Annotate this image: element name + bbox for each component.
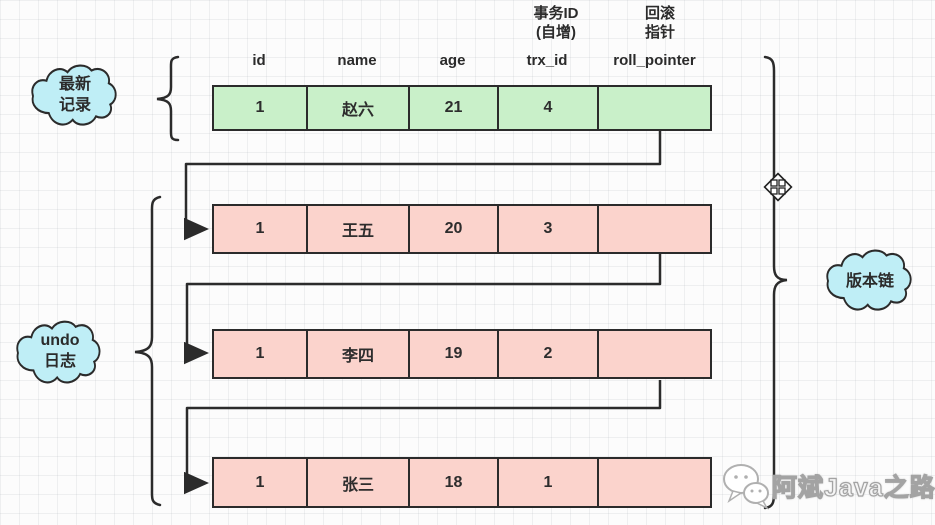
header-note-line: 回滚: [644, 5, 675, 22]
pointer-arrow-v2-to-v1: [184, 380, 662, 495]
cell-roll-pointer: [599, 87, 710, 129]
cell-id: 1: [214, 87, 308, 129]
column-header-trx-id: trx_id: [526, 52, 568, 69]
cell-trx-id: 4: [499, 87, 599, 129]
cloud-label-line: 记录: [58, 97, 91, 114]
brace-undo-log: [134, 195, 162, 507]
column-header-roll-pointer: roll_pointer: [613, 52, 696, 69]
pointer-arrow-v3-to-v2: [184, 254, 662, 365]
column-header-age: age: [439, 52, 466, 69]
header-note-line: 事务ID: [533, 5, 579, 22]
cell-age: 19: [410, 331, 499, 377]
cloud-label-undo-log[interactable]: undo 日志: [15, 330, 105, 372]
cell-roll-pointer: [599, 206, 710, 252]
cell-trx-id: 1: [499, 459, 599, 506]
cell-id: 1: [214, 331, 308, 377]
brace-version-chain: [763, 55, 788, 510]
column-header-name: name: [337, 52, 377, 69]
header-note-trx-id: 事务ID (自增): [506, 4, 606, 42]
header-note-line: 指针: [644, 24, 675, 41]
pointer-arrow-latest-to-v3: [184, 131, 662, 241]
undo-row-v1[interactable]: 1 张三 18 1: [212, 457, 712, 508]
cell-trx-id: 3: [499, 206, 599, 252]
column-header-id: id: [252, 52, 266, 69]
brace-latest-record: [156, 55, 180, 142]
cloud-label-line: 版本链: [845, 273, 894, 290]
cell-trx-id: 2: [499, 331, 599, 377]
cloud-label-line: 最新: [58, 76, 91, 93]
header-note-roll-pointer: 回滚 指针: [610, 4, 710, 42]
cell-roll-pointer: [599, 459, 710, 506]
cloud-label-version-chain[interactable]: 版本链: [825, 271, 915, 292]
cell-name: 赵六: [308, 87, 410, 129]
header-note-line: (自增): [536, 24, 576, 41]
undo-row-v2[interactable]: 1 李四 19 2: [212, 329, 712, 379]
column-headers: id name age trx_id roll_pointer: [212, 52, 712, 69]
cell-id: 1: [214, 206, 308, 252]
cloud-label-latest-record[interactable]: 最新 记录: [30, 74, 120, 116]
cell-roll-pointer: [599, 331, 710, 377]
undo-row-v3[interactable]: 1 王五 20 3: [212, 204, 712, 254]
cell-name: 王五: [308, 206, 410, 252]
cloud-label-line: 日志: [43, 353, 76, 370]
watermark-text: 阿斌Java之路: [771, 473, 935, 502]
cell-age: 21: [410, 87, 499, 129]
latest-record-row[interactable]: 1 赵六 21 4: [212, 85, 712, 131]
move-cursor-icon[interactable]: [763, 172, 793, 202]
cell-id: 1: [214, 459, 308, 506]
cell-age: 20: [410, 206, 499, 252]
cell-name: 张三: [308, 459, 410, 506]
cell-name: 李四: [308, 331, 410, 377]
cell-age: 18: [410, 459, 499, 506]
wechat-icon: [723, 464, 769, 510]
cloud-label-line: undo: [40, 332, 80, 349]
